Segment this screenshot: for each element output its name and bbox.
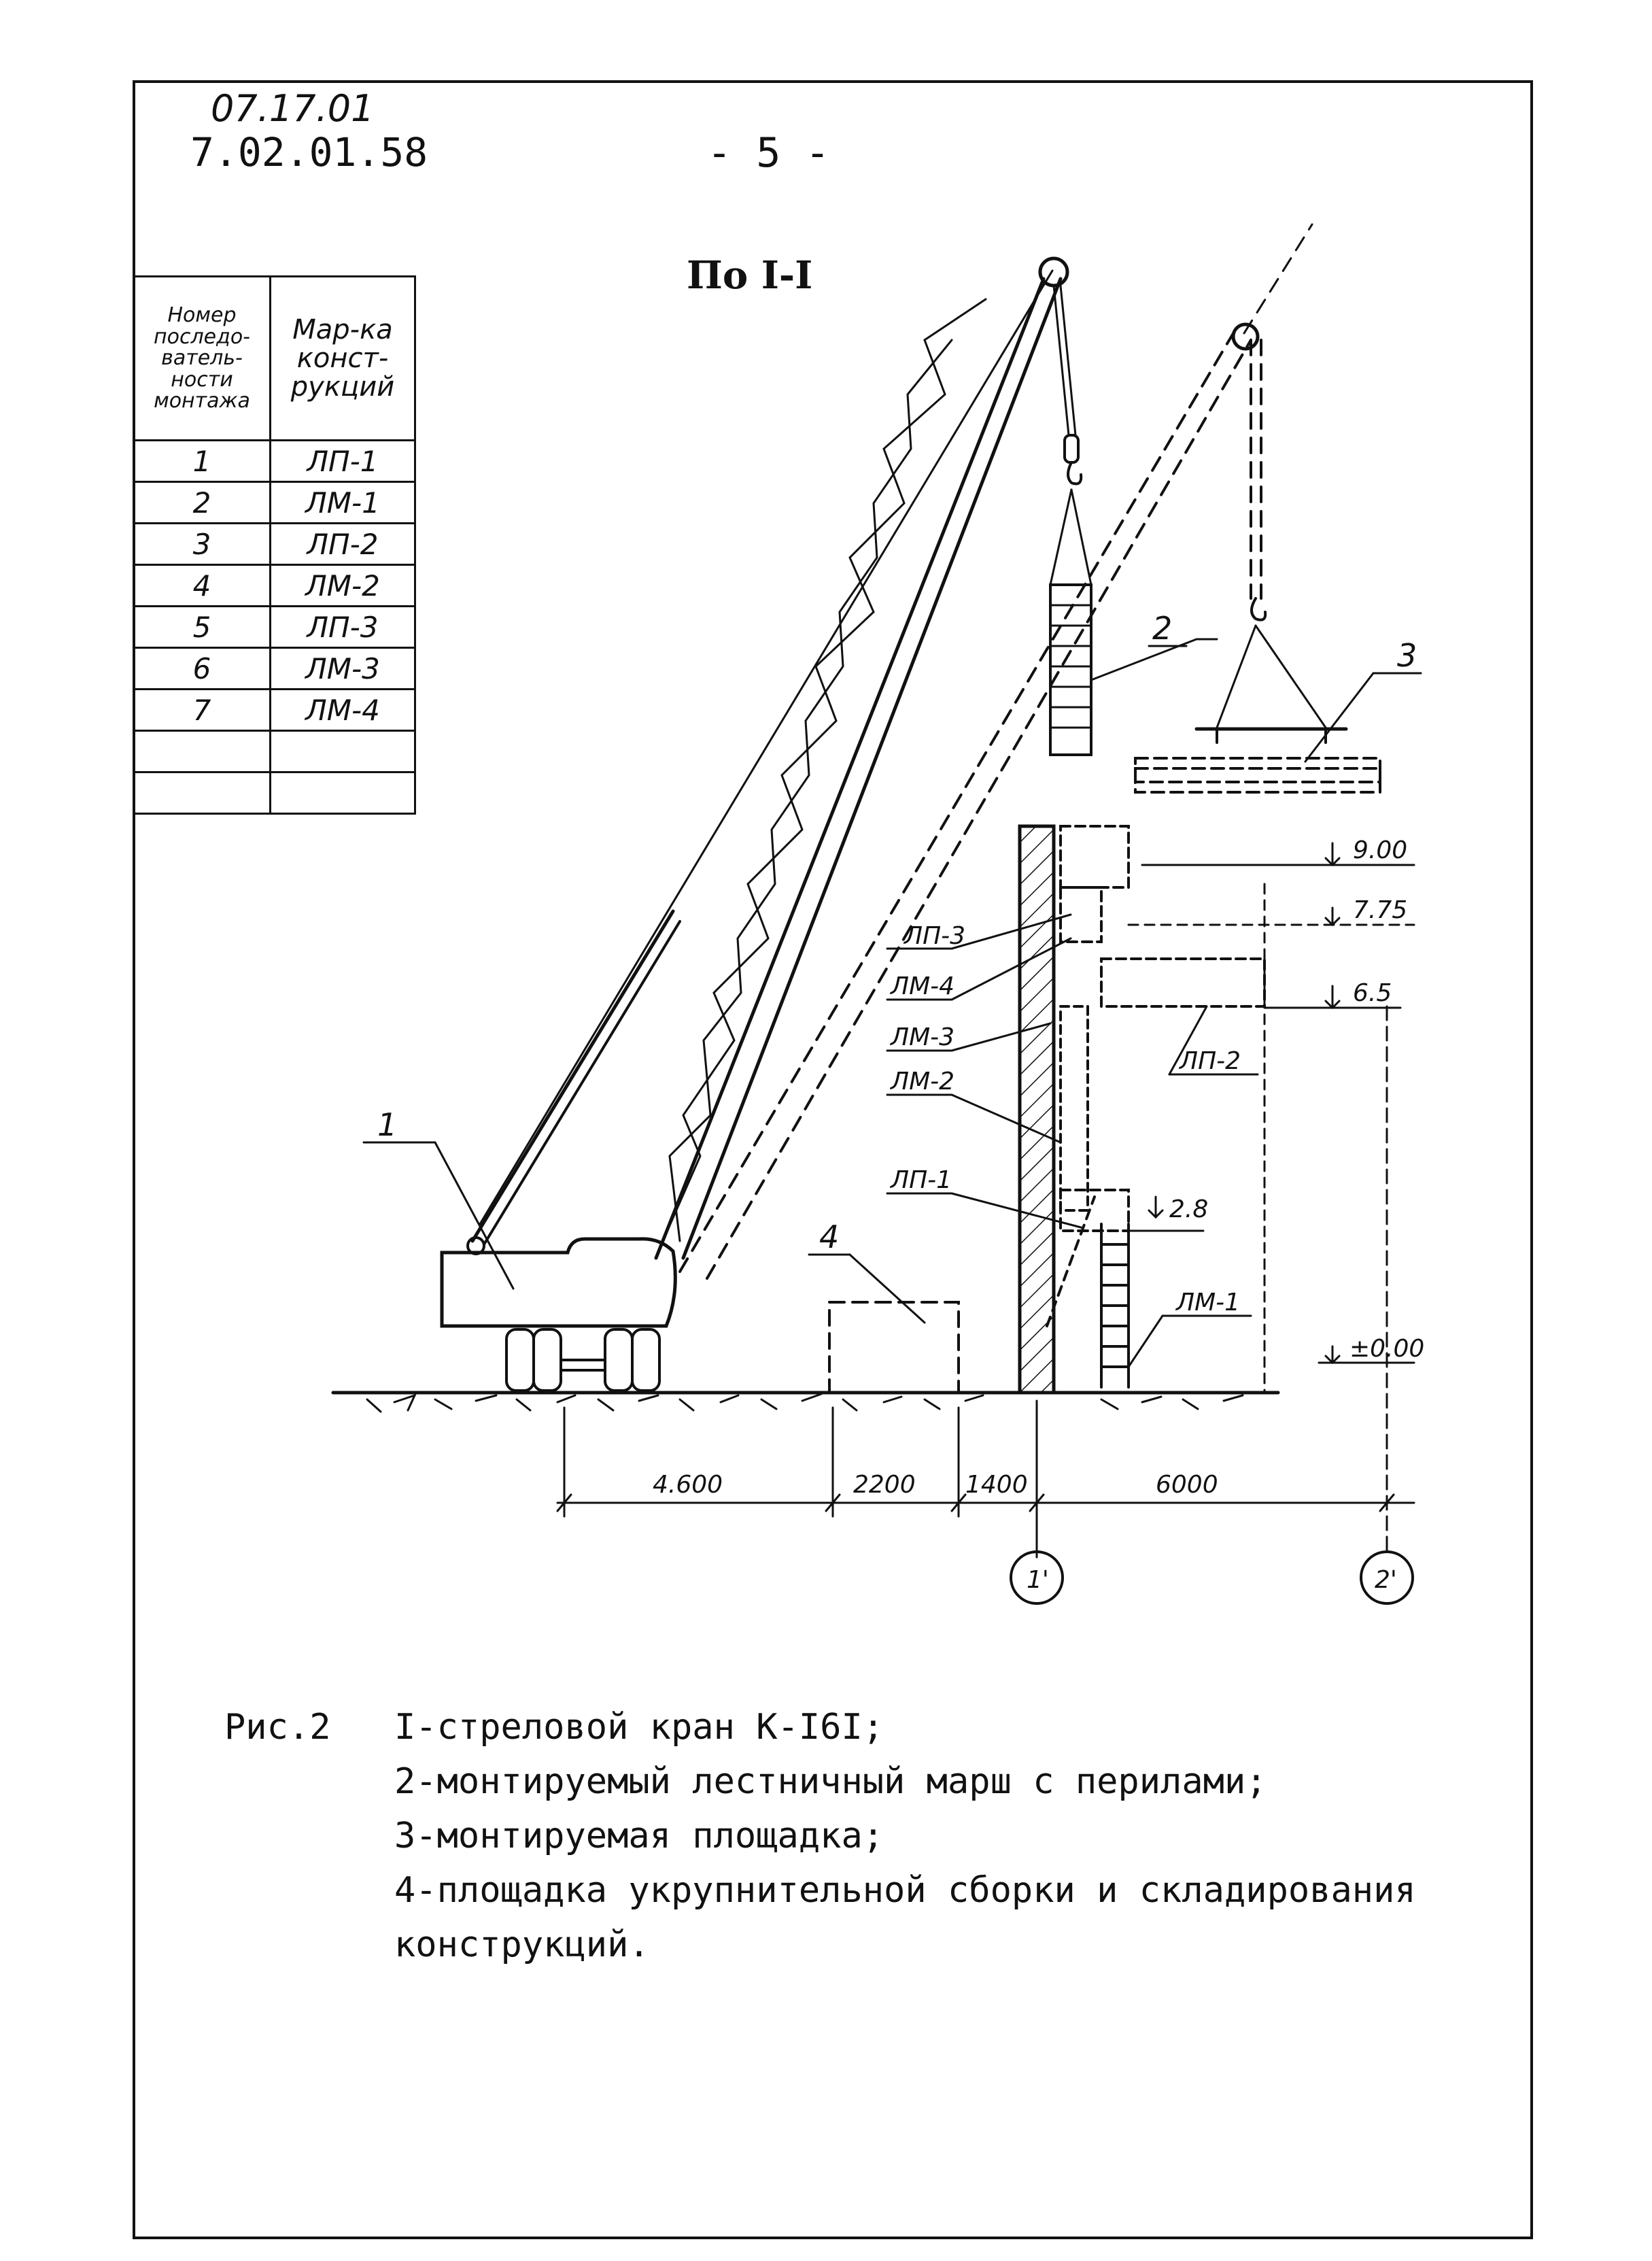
sequence-number: 2 bbox=[133, 481, 271, 524]
crane-boom-second-position bbox=[678, 223, 1313, 1280]
ground-hatching bbox=[366, 1393, 1244, 1413]
elevation-0: ±0.00 bbox=[1349, 1335, 1424, 1363]
callout-2: 2 bbox=[1152, 610, 1172, 647]
landing-sling bbox=[1194, 597, 1348, 744]
caption-item: 3-монтируемая площадка; bbox=[394, 1816, 884, 1856]
dimension-1400: 1400 bbox=[965, 1471, 1028, 1499]
caption-item: конструкций. bbox=[394, 1924, 650, 1965]
stair-flight-mounted bbox=[1049, 583, 1218, 756]
header-construction-mark: Мар-ка конст-рукций bbox=[269, 275, 416, 441]
axis-bubble-2 bbox=[1360, 1550, 1414, 1605]
axis-label-2: 2' bbox=[1375, 1566, 1397, 1594]
elevation-9: 9.00 bbox=[1353, 836, 1407, 864]
construction-mark: ЛП-2 bbox=[269, 522, 416, 566]
landing-mounted bbox=[1134, 757, 1381, 794]
doc-code: 7.02.01.58 bbox=[190, 129, 428, 175]
assembly-area bbox=[828, 1301, 960, 1394]
construction-mark: ЛП-1 bbox=[269, 439, 416, 483]
elevation-marks bbox=[1127, 842, 1415, 1365]
construction-mark: ЛМ-2 bbox=[269, 564, 416, 607]
callout-4: 4 bbox=[819, 1219, 839, 1255]
crane-boom bbox=[654, 256, 1092, 1260]
sequence-number: 5 bbox=[133, 605, 271, 649]
callout-leaders bbox=[362, 645, 1422, 1368]
sequence-number: 7 bbox=[133, 688, 271, 732]
header-sequence-number: Номер последо-ватель-ности монтажа bbox=[133, 275, 271, 441]
table-row bbox=[133, 730, 416, 773]
label-lm3: ЛМ-3 bbox=[889, 1023, 954, 1051]
sequence-number: 6 bbox=[133, 647, 271, 690]
construction-mark: ЛМ-1 bbox=[269, 481, 416, 524]
sequence-number bbox=[133, 730, 271, 773]
construction-mark bbox=[269, 730, 416, 773]
sequence-number: 3 bbox=[133, 522, 271, 566]
label-lm2: ЛМ-2 bbox=[889, 1068, 954, 1095]
caption-item: 4-площадка укрупнительной сборки и склад… bbox=[394, 1870, 1416, 1911]
page-number: - 5 - bbox=[707, 129, 830, 177]
label-lp3: ЛП-3 bbox=[903, 922, 965, 950]
table-row bbox=[133, 771, 416, 815]
dimension-4600: 4.600 bbox=[653, 1471, 723, 1499]
label-lp2: ЛП-2 bbox=[1178, 1047, 1241, 1075]
callout-1: 1 bbox=[377, 1106, 397, 1143]
axis-bubble-1 bbox=[1010, 1550, 1064, 1605]
figure-number: Рис.2 bbox=[224, 1707, 331, 1748]
sequence-table: Номер последо-ватель-ности монтажа Мар-к… bbox=[133, 275, 416, 815]
doc-code-handwritten: 07.17.01 bbox=[211, 87, 375, 130]
elevation-6-5: 6.5 bbox=[1353, 979, 1392, 1007]
caption-item: 2-монтируемый лестничный марш с перилами… bbox=[394, 1761, 1267, 1802]
crane-k161 bbox=[440, 269, 1054, 1392]
elevation-7-75: 7.75 bbox=[1353, 896, 1407, 924]
building-stairs bbox=[1046, 825, 1266, 1394]
sequence-number: 4 bbox=[133, 564, 271, 607]
construction-mark bbox=[269, 771, 416, 815]
construction-mark: ЛМ-3 bbox=[269, 647, 416, 690]
axis-label-1: 1' bbox=[1027, 1566, 1049, 1594]
label-lp1: ЛП-1 bbox=[889, 1166, 952, 1194]
label-lm4: ЛМ-4 bbox=[889, 972, 954, 1000]
construction-mark: ЛП-3 bbox=[269, 605, 416, 649]
boom-head-second bbox=[1231, 322, 1260, 351]
section-title: По I-I bbox=[687, 253, 813, 298]
dimension-6000: 6000 bbox=[1156, 1471, 1218, 1499]
caption-item: I-стреловой кран К-I6I; bbox=[394, 1707, 884, 1748]
sequence-number bbox=[133, 771, 271, 815]
label-lm1: ЛМ-1 bbox=[1175, 1289, 1240, 1316]
page-frame bbox=[133, 80, 1533, 2239]
dimension-line bbox=[556, 1005, 1415, 1559]
callout-3: 3 bbox=[1397, 637, 1417, 674]
table-header-row: Номер последо-ватель-ности монтажа Мар-к… bbox=[133, 275, 416, 441]
sequence-number: 1 bbox=[133, 439, 271, 483]
building-wall bbox=[1018, 824, 1056, 1395]
dimension-2200: 2200 bbox=[853, 1471, 916, 1499]
construction-mark: ЛМ-4 bbox=[269, 688, 416, 732]
crane-section-diagram: 1 2 3 4 ЛП-3 ЛМ-4 ЛМ-3 ЛМ-2 ЛП-1 ЛП-2 ЛМ… bbox=[331, 223, 1424, 1605]
elevation-2-8: 2.8 bbox=[1169, 1195, 1208, 1223]
